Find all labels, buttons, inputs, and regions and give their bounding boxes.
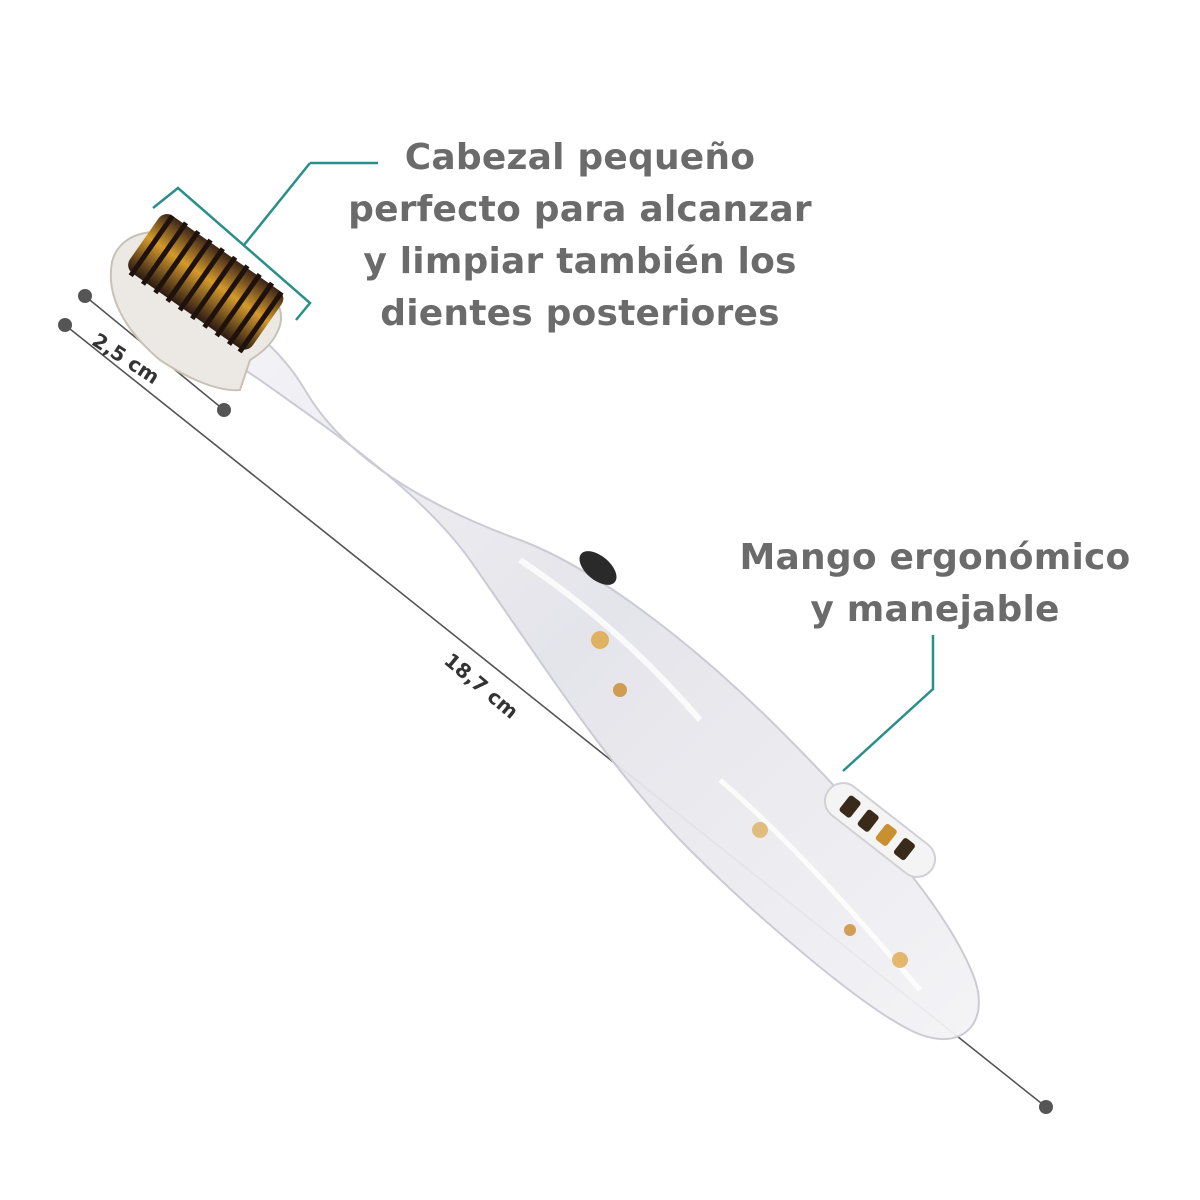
brand-logo (823, 782, 937, 878)
toothbrush-bristles (128, 214, 284, 354)
head-callout-line-1: Cabezal pequeño (404, 137, 756, 178)
handle-callout-line-1: Mango ergonómico (739, 537, 1131, 578)
handle-callout-text: Mango ergonómico y manejable (735, 532, 1135, 636)
handle-callout-leader (842, 635, 935, 772)
handle-callout-line-2: y manejable (810, 589, 1060, 630)
toothbrush-handle (147, 266, 980, 1041)
head-callout-line-4: dientes posteriores (380, 293, 780, 334)
head-callout-line-3: y limpiar también los (363, 241, 797, 282)
head-callout-line-2: perfecto para alcanzar (348, 189, 812, 230)
head-callout-text: Cabezal pequeño perfecto para alcanzar y… (340, 132, 820, 340)
head-callout-leader (152, 161, 378, 321)
toothbrush (109, 214, 980, 1041)
